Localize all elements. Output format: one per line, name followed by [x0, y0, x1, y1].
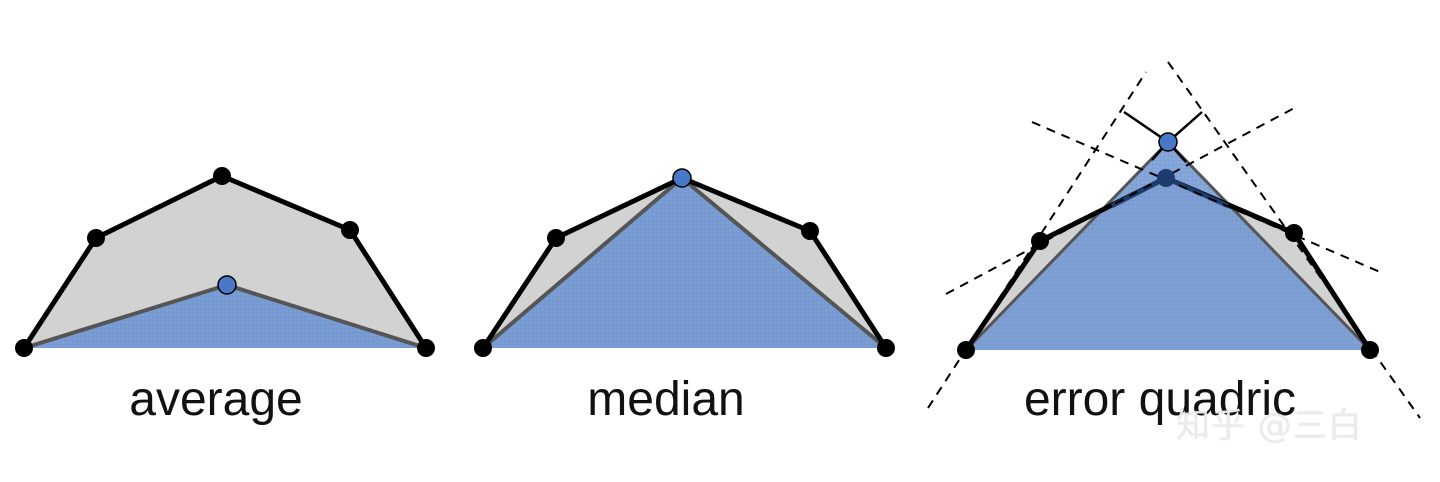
new-vertex [672, 168, 692, 188]
vertex [1361, 341, 1379, 359]
vertex [957, 341, 975, 359]
vertex [547, 229, 565, 247]
vertex [474, 339, 492, 357]
vertex [87, 229, 105, 247]
vertex [1285, 224, 1303, 242]
new-vertex [1158, 132, 1178, 152]
collapsed-triangle [966, 142, 1370, 350]
watermark: 知乎 @三白 [1176, 406, 1363, 446]
vertex [417, 339, 435, 357]
plane-line [945, 105, 1299, 295]
vertex [877, 339, 895, 357]
new-vertex [217, 275, 237, 295]
vertex [213, 167, 231, 185]
caption-error-quadric: error quadric [1023, 373, 1297, 426]
caption-average: average [129, 373, 303, 426]
plane-line [1167, 61, 1421, 419]
hull-polygon [24, 176, 426, 348]
vertex [15, 339, 33, 357]
collapsed-triangle [483, 178, 886, 348]
vertex [1031, 232, 1049, 250]
collapsed-triangle [24, 285, 426, 348]
caption-median: median [587, 373, 745, 426]
panel-median [474, 168, 895, 357]
panel-error-quadric [927, 61, 1421, 419]
vertex [341, 221, 359, 239]
panel-average [15, 167, 435, 357]
vertex [801, 222, 819, 240]
vertex [1157, 169, 1175, 187]
